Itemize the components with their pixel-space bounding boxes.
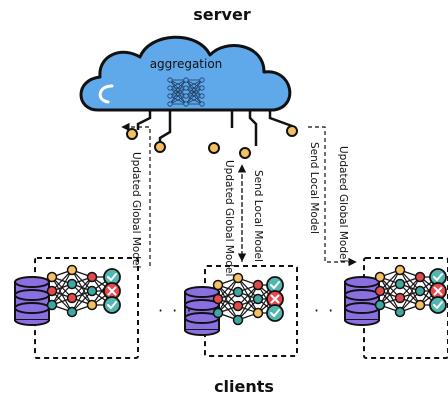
network-node [232, 314, 244, 326]
database-icon [14, 276, 50, 326]
ellipsis-right: · · · [314, 301, 349, 320]
mini-node [183, 101, 189, 107]
network-node [394, 292, 406, 304]
network-node [86, 271, 98, 283]
mini-node [167, 101, 173, 107]
mini-node [199, 77, 205, 83]
mini-node [199, 93, 205, 99]
client-center [184, 272, 284, 336]
check-icon [429, 296, 447, 314]
network-node [86, 285, 98, 297]
network-node [46, 285, 58, 297]
ellipsis-left: · · · [158, 301, 193, 320]
network-node [66, 278, 78, 290]
local-network-icon [374, 264, 439, 318]
network-node [252, 293, 264, 305]
client-left [14, 264, 121, 326]
network-node [252, 307, 264, 319]
server-connectors [136, 110, 293, 146]
mini-node [167, 85, 173, 91]
left-updated-global-model-label: Updated Global Model [130, 152, 142, 268]
local-network-icon [46, 264, 113, 318]
network-node [232, 286, 244, 298]
aggregation-network-icon [167, 77, 205, 107]
server-title: server [193, 5, 251, 24]
network-node [414, 299, 426, 311]
network-node [212, 293, 224, 305]
clients-title: clients [214, 377, 274, 396]
client-boxes [34, 257, 448, 359]
center-updated-global-model-label: Updated Global Model [223, 160, 235, 276]
cloud-icon [79, 35, 292, 112]
network-node [212, 279, 224, 291]
network-node [86, 299, 98, 311]
center-send-local-model-label: Send Local Model [252, 170, 264, 262]
mini-node [199, 101, 205, 107]
network-node [394, 306, 406, 318]
local-network-icon [212, 272, 276, 326]
network-node [374, 299, 386, 311]
network-node [394, 264, 406, 276]
network-node [46, 271, 58, 283]
network-node [212, 307, 224, 319]
network-node [414, 271, 426, 283]
network-node [66, 264, 78, 276]
cross-icon [103, 282, 121, 300]
mini-node [183, 85, 189, 91]
network-node [66, 292, 78, 304]
mini-node [167, 77, 173, 83]
network-node [232, 272, 244, 284]
clients-layer [14, 264, 447, 336]
aggregation-label: aggregation [150, 57, 223, 71]
network-node [374, 285, 386, 297]
mini-node [183, 77, 189, 83]
mini-node [183, 93, 189, 99]
connector-nodes [126, 125, 298, 159]
network-node [252, 279, 264, 291]
check-icon [429, 268, 447, 286]
network-node [374, 271, 386, 283]
mini-node [167, 93, 173, 99]
right-send-local-model-label: Send Local Model [308, 142, 320, 234]
database-icon [344, 276, 380, 326]
cross-icon [429, 282, 447, 300]
right-updated-global-model-label: Updated Global Model [337, 146, 349, 262]
mini-node [199, 85, 205, 91]
network-node [232, 300, 244, 312]
network-node [414, 285, 426, 297]
client-right [344, 264, 447, 326]
check-icon [266, 304, 284, 322]
check-icon [103, 296, 121, 314]
network-node [46, 299, 58, 311]
network-node [394, 278, 406, 290]
network-node [66, 306, 78, 318]
left-arrow-path [121, 122, 151, 266]
right-arrow-path [308, 126, 357, 267]
